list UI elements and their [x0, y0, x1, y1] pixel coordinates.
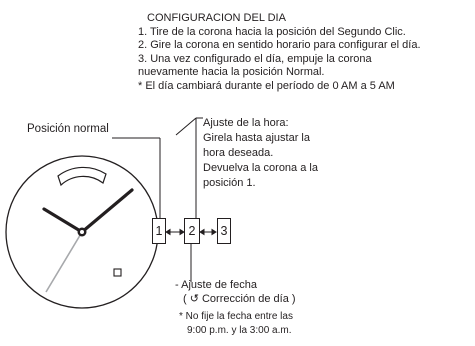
instructions-block: CONFIGURACION DEL DIA 1. Tire de la coro…	[138, 12, 421, 94]
hour-note-line-1: Ajuste de la hora:	[203, 117, 289, 129]
second-hand	[45, 231, 83, 293]
date-window-icon	[113, 268, 122, 277]
crown-position-2: 2	[188, 224, 196, 238]
instruction-note: * El día cambiará durante el período de …	[138, 79, 395, 92]
crown-position-3: 3	[220, 224, 228, 238]
hour-note-line-3: hora deseada.	[203, 147, 274, 159]
hour-note-line-4: Devuelva la corona a la	[203, 162, 318, 174]
dial-window-icon	[57, 166, 107, 187]
instructions-title: CONFIGURACION DEL DIA	[147, 12, 286, 24]
date-adjust-note: - Ajuste de fecha ( ↺ Corrección de día …	[175, 278, 296, 306]
date-warning-note: * No fije la fecha entre las 9:00 p.m. y…	[179, 310, 293, 338]
date-note-correction: ( ↺ Corrección de día )	[183, 293, 296, 305]
hour-note-line-2: Girela hasta ajustar la	[203, 132, 310, 144]
double-arrow-icon	[165, 228, 185, 236]
crown-position-2-box	[184, 218, 200, 244]
date-note-title: - Ajuste de fecha	[175, 279, 257, 291]
crown-position-1: 1	[155, 224, 163, 238]
instruction-step-2: 2. Gire la corona en sentido horario par…	[138, 39, 421, 52]
hour-hand	[42, 207, 84, 234]
instruction-step-1: 1. Tire de la corona hacia la posición d…	[138, 25, 406, 38]
crown-position-3-box	[217, 218, 231, 244]
instruction-step-3: 3. Una vez configurado el día, empuje la…	[138, 52, 372, 65]
crown-position-1-box	[152, 218, 166, 244]
minute-hand	[80, 188, 134, 234]
warning-line-1: * No fije la fecha entre las	[179, 311, 293, 322]
double-arrow-icon	[199, 228, 217, 236]
hour-note-line-5: posición 1.	[203, 177, 256, 189]
instruction-step-3-cont: nuevamente hacia la posición Normal.	[138, 66, 325, 79]
warning-line-2: 9:00 p.m. y la 3:00 a.m.	[187, 325, 292, 336]
hour-adjust-note: Ajuste de la hora: Girela hasta ajustar …	[203, 116, 318, 191]
normal-position-label: Posición normal	[27, 123, 109, 135]
